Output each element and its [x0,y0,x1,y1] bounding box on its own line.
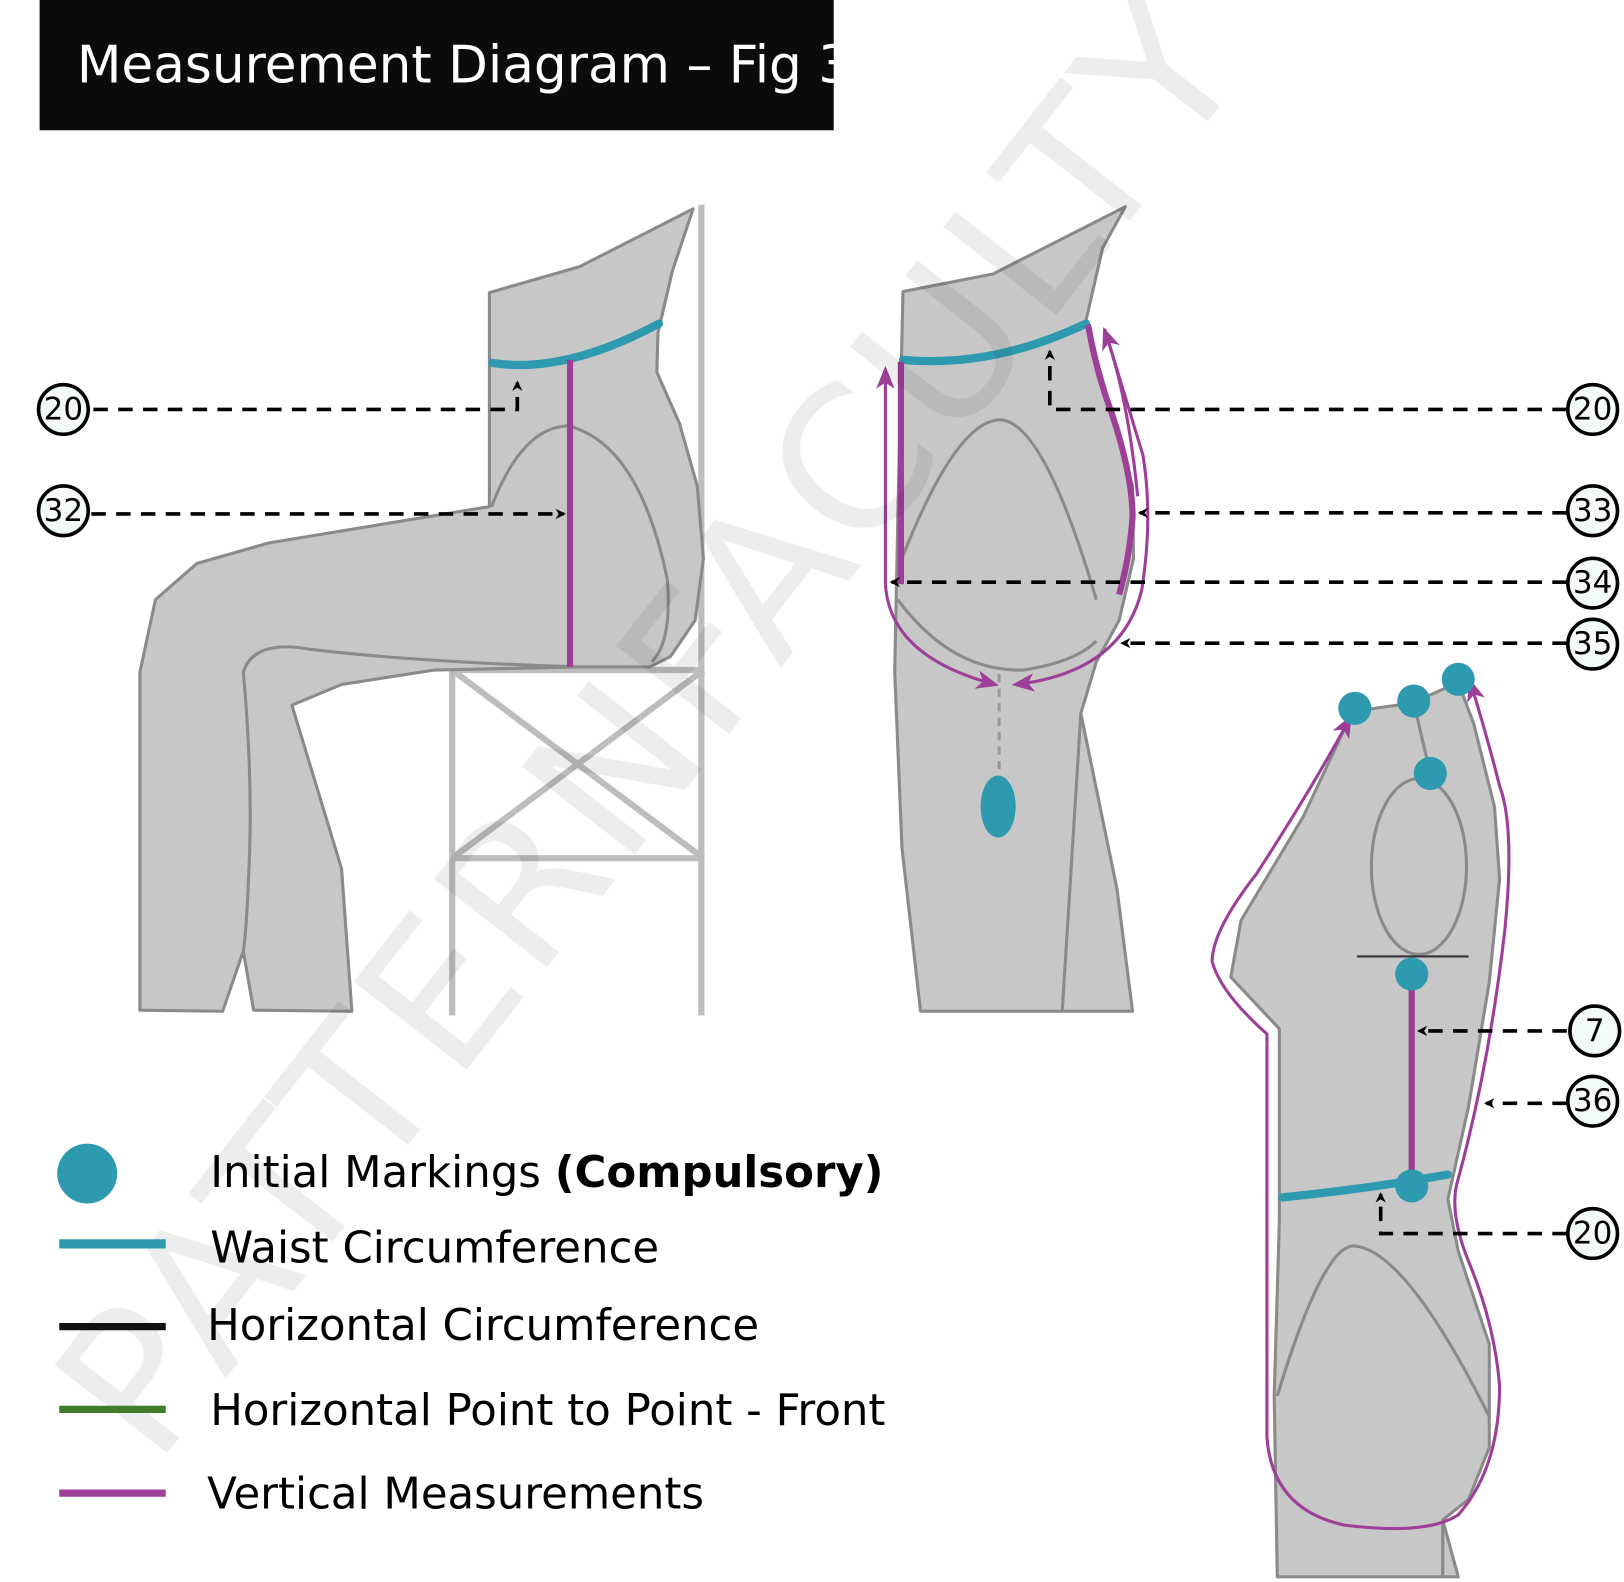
callout-36: 36 [1566,1074,1620,1128]
svg-text:34: 34 [1573,565,1612,601]
legend: Initial Markings (Compulsory) Waist Circ… [57,1143,885,1520]
callout-20-left: 20 [36,382,91,437]
callout-35: 35 [1566,617,1620,671]
svg-text:35: 35 [1573,626,1612,662]
title-bar: Measurement Diagram – Fig 3 [39,0,851,131]
side-body [1229,680,1502,1579]
callout-33: 33 [1566,484,1620,538]
callout-34: 34 [1566,556,1620,610]
legend-initial-markings: Initial Markings (Compulsory) [210,1148,883,1198]
initial-markings [1338,662,1475,1203]
diagram-title: Measurement Diagram – Fig 3 [77,36,851,96]
legend-point-to-point: Horizontal Point to Point - Front [210,1386,885,1436]
rear-figure [876,205,1567,1013]
callout-20-middle: 20 [1566,382,1620,437]
side-figure [1210,662,1567,1579]
waist-line [488,319,664,370]
legend-dot-icon [57,1143,118,1204]
seated-body [138,207,705,1013]
svg-text:20: 20 [1573,1216,1612,1252]
svg-text:33: 33 [1573,493,1612,529]
legend-waist: Waist Circumference [210,1223,659,1273]
svg-text:20: 20 [1573,391,1612,427]
seated-figure [91,204,706,1016]
legend-vertical: Vertical Measurements [207,1470,704,1520]
callout-20-right: 20 [1566,1206,1620,1261]
callout-32: 32 [36,484,91,538]
legend-horizontal-circumference: Horizontal Circumference [207,1301,759,1351]
initial-marking [980,775,1016,838]
svg-text:20: 20 [44,391,83,427]
svg-text:32: 32 [44,493,83,529]
callout-7: 7 [1568,1004,1622,1058]
svg-text:7: 7 [1585,1013,1605,1049]
svg-text:36: 36 [1573,1083,1612,1119]
